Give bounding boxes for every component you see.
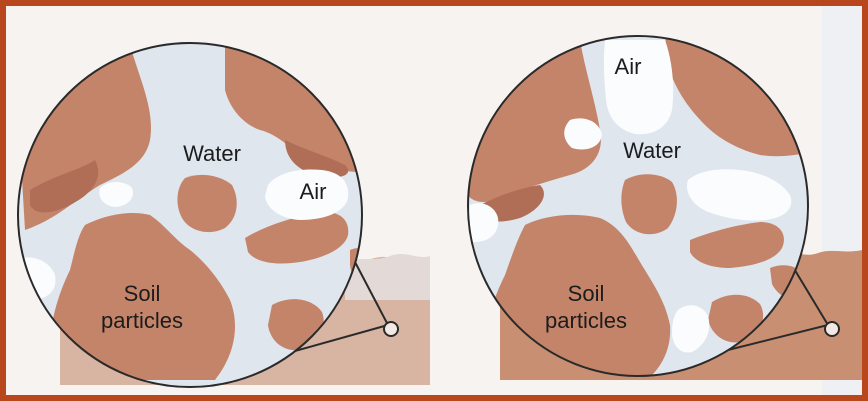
left-soil-particle [177, 175, 236, 232]
left-magnifier-point [384, 322, 398, 336]
right-water-label: Water [623, 138, 681, 163]
left-water-label: Water [183, 141, 241, 166]
right-soil-particle [621, 174, 677, 234]
left-ground-surface [345, 254, 430, 300]
left-soil-label-line2: particles [101, 308, 183, 333]
right-soil-label-line1: Soil [568, 281, 605, 306]
left-air-label: Air [300, 179, 327, 204]
right-magnifier-point [825, 322, 839, 336]
left-soil-label-line1: Soil [124, 281, 161, 306]
right-air-label: Air [615, 54, 642, 79]
right-soil-label-line2: particles [545, 308, 627, 333]
